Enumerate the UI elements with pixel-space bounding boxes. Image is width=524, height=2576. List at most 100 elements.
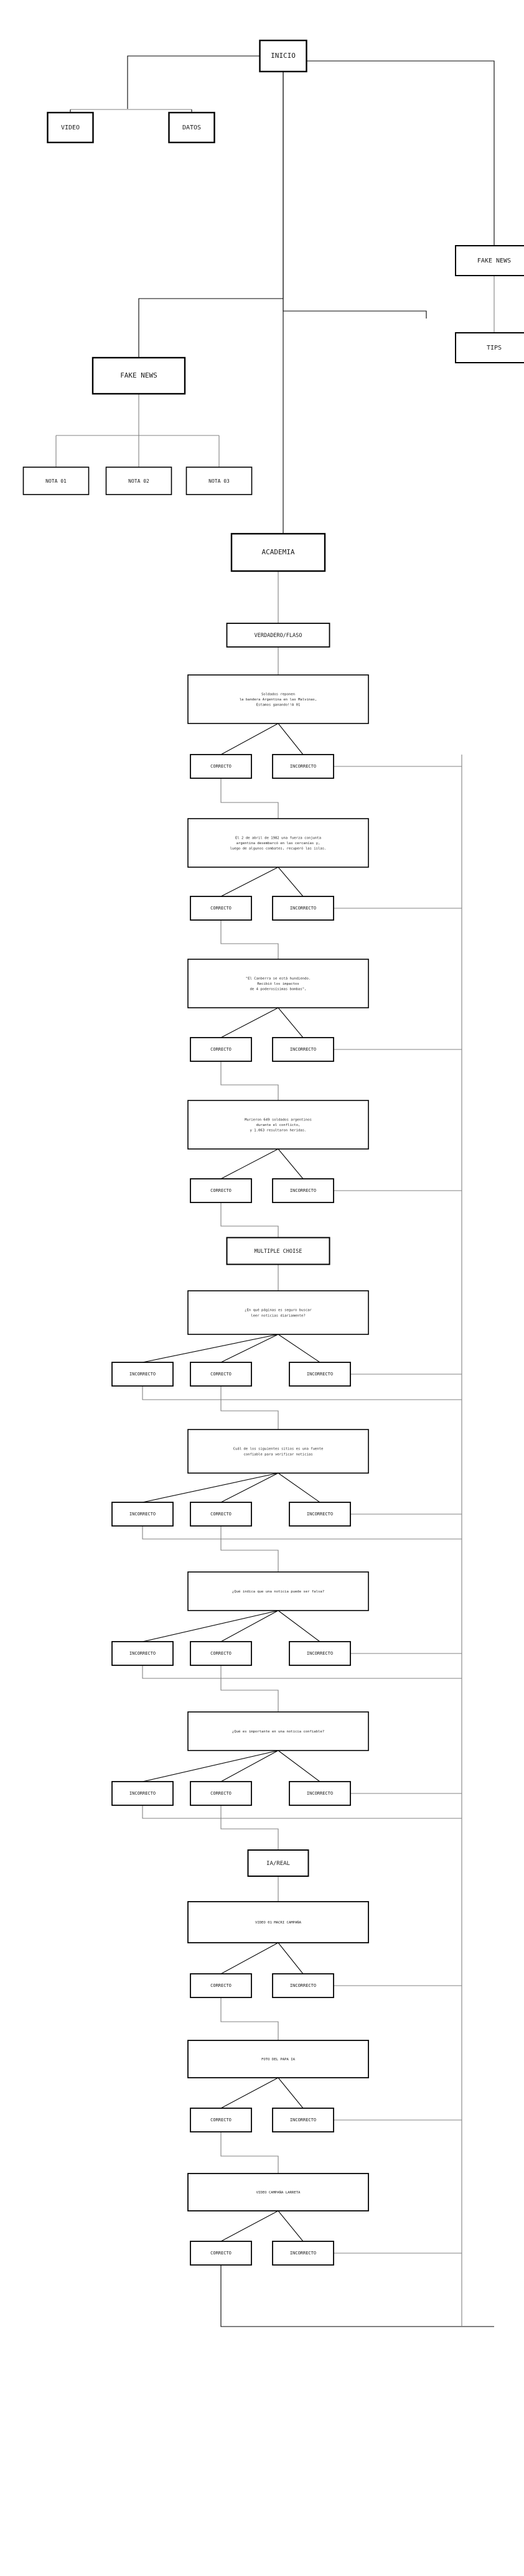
node-inicio[interactable]: INICIO (259, 39, 307, 73)
node-m4i2[interactable]: INCORRECTO (289, 1781, 351, 1806)
node-q1i[interactable]: INCORRECTO (272, 754, 334, 779)
edge-q4c-to-mc (220, 1202, 279, 1238)
node-video[interactable]: VIDEO (47, 111, 94, 144)
edge-m3c-to-m4 (220, 1665, 279, 1712)
node-label-v2i: INCORRECTO (290, 2118, 316, 2123)
node-q3i[interactable]: INCORRECTO (272, 1037, 334, 1062)
node-q4c[interactable]: CORRECTO (190, 1178, 252, 1203)
node-box-m3 (187, 1571, 369, 1611)
node-m1c[interactable]: CORRECTO (190, 1362, 252, 1387)
edge-m2c-to-m3 (220, 1526, 279, 1572)
node-v3i[interactable]: INCORRECTO (272, 2241, 334, 2266)
node-m2i1[interactable]: INCORRECTO (111, 1502, 174, 1527)
node-q4i[interactable]: INCORRECTO (272, 1178, 334, 1203)
node-m3[interactable]: ¿Qué indica que una noticia puede ser fa… (187, 1571, 369, 1611)
node-box-datos (168, 111, 215, 144)
edge-q3-to-ans3 (220, 1007, 304, 1038)
node-nota03[interactable]: NOTA 03 (185, 467, 253, 495)
node-mc[interactable]: MULTIPLE CHOISE (226, 1237, 330, 1265)
node-box-video (47, 111, 94, 144)
node-box-vf (226, 623, 330, 648)
node-label-vf: VERDADERO/FLASO (255, 633, 302, 639)
edge-m3-to-ans7 (142, 1610, 320, 1642)
node-box-q1 (187, 674, 369, 724)
node-tips[interactable]: TIPS (455, 332, 524, 363)
node-v3[interactable]: VIDEO CAMPAÑA LARRETA (187, 2173, 369, 2211)
node-label-nota02: NOTA 02 (128, 478, 149, 484)
node-box-q2 (187, 818, 369, 868)
node-nota01[interactable]: NOTA 01 (22, 467, 90, 495)
node-q1c[interactable]: CORRECTO (190, 754, 252, 779)
node-q3c[interactable]: CORRECTO (190, 1037, 252, 1062)
node-box-fakenews_m (91, 356, 186, 395)
node-fakenews_m[interactable]: FAKE NEWS (91, 356, 186, 395)
node-v1c[interactable]: CORRECTO (190, 1973, 252, 1998)
edge-q3c-to-q4 (220, 1061, 279, 1100)
node-label-q1i: INCORRECTO (290, 764, 316, 769)
node-m1i1[interactable]: INCORRECTO (111, 1362, 174, 1387)
node-v2[interactable]: FOTO DEL PAPA IA (187, 2040, 369, 2078)
edge-m4c-to-iareal (220, 1805, 279, 1850)
node-box-v2 (187, 2040, 369, 2078)
node-academia[interactable]: ACADEMIA (230, 532, 326, 572)
node-label-m4i2: INCORRECTO (307, 1791, 333, 1796)
node-v1i[interactable]: INCORRECTO (272, 1973, 334, 1998)
node-m3i2[interactable]: INCORRECTO (289, 1641, 351, 1666)
node-iareal[interactable]: IA/REAL (247, 1849, 309, 1877)
node-nota02[interactable]: NOTA 02 (105, 467, 172, 495)
edge-m2-to-ans6 (142, 1472, 320, 1503)
node-box-q3c (190, 1037, 252, 1062)
node-fakenews_r[interactable]: FAKE NEWS (455, 245, 524, 276)
node-box-m3c (190, 1641, 252, 1666)
node-box-m2i2 (289, 1502, 351, 1527)
node-m4i1[interactable]: INCORRECTO (111, 1781, 174, 1806)
node-q2i[interactable]: INCORRECTO (272, 896, 334, 921)
node-v2i[interactable]: INCORRECTO (272, 2108, 334, 2132)
node-label-q3i: INCORRECTO (290, 1047, 316, 1052)
node-label-academia: ACADEMIA (262, 548, 295, 556)
node-label-v3c: CORRECTO (210, 2251, 232, 2256)
node-box-v2c (190, 2108, 252, 2132)
node-label-m1c: CORRECTO (210, 1372, 232, 1377)
node-m4c[interactable]: CORRECTO (190, 1781, 252, 1806)
node-box-q4i (272, 1178, 334, 1203)
edge-m1c-to-m2 (220, 1386, 279, 1430)
node-box-m4i2 (289, 1781, 351, 1806)
node-box-m3i2 (289, 1641, 351, 1666)
edge-v2-to-ansv2 (220, 2077, 304, 2109)
edge-inicio-to-right (307, 60, 495, 246)
node-m2c[interactable]: CORRECTO (190, 1502, 252, 1527)
node-m3c[interactable]: CORRECTO (190, 1641, 252, 1666)
edge-v2c-to-v3 (220, 2132, 279, 2174)
node-box-v2i (272, 2108, 334, 2132)
node-box-v3i (272, 2241, 334, 2266)
node-q2c[interactable]: CORRECTO (190, 896, 252, 921)
node-vf[interactable]: VERDADERO/FLASO (226, 623, 330, 648)
node-box-nota03 (185, 467, 253, 495)
node-datos[interactable]: DATOS (168, 111, 215, 144)
node-v2c[interactable]: CORRECTO (190, 2108, 252, 2132)
node-v1[interactable]: VIDEO 01 MACRI CAMPAÑA (187, 1901, 369, 1943)
node-label-m4c: CORRECTO (210, 1791, 232, 1796)
node-box-q1c (190, 754, 252, 779)
node-label-m2i1: INCORRECTO (129, 1512, 156, 1517)
node-m1i2[interactable]: INCORRECTO (289, 1362, 351, 1387)
return-edge-m3i1 (142, 1665, 462, 1679)
node-label-m3i2: INCORRECTO (307, 1651, 333, 1656)
node-box-q2i (272, 896, 334, 921)
node-q2[interactable]: El 2 de abril de 1982 una fuerza conjunt… (187, 818, 369, 868)
node-label-m4i1: INCORRECTO (129, 1791, 156, 1796)
node-m3i1[interactable]: INCORRECTO (111, 1641, 174, 1666)
node-box-v3c (190, 2241, 252, 2266)
node-m4[interactable]: ¿Qué es importante en una noticia confia… (187, 1711, 369, 1751)
node-box-m4c (190, 1781, 252, 1806)
node-q3[interactable]: "El Canberra se está hundiendo.Recibió l… (187, 959, 369, 1008)
node-m2i2[interactable]: INCORRECTO (289, 1502, 351, 1527)
node-m2[interactable]: Cuál de los siguientes sitios es una fue… (187, 1429, 369, 1474)
node-v3c[interactable]: CORRECTO (190, 2241, 252, 2266)
node-box-m4 (187, 1711, 369, 1751)
node-label-inicio: INICIO (271, 52, 296, 60)
